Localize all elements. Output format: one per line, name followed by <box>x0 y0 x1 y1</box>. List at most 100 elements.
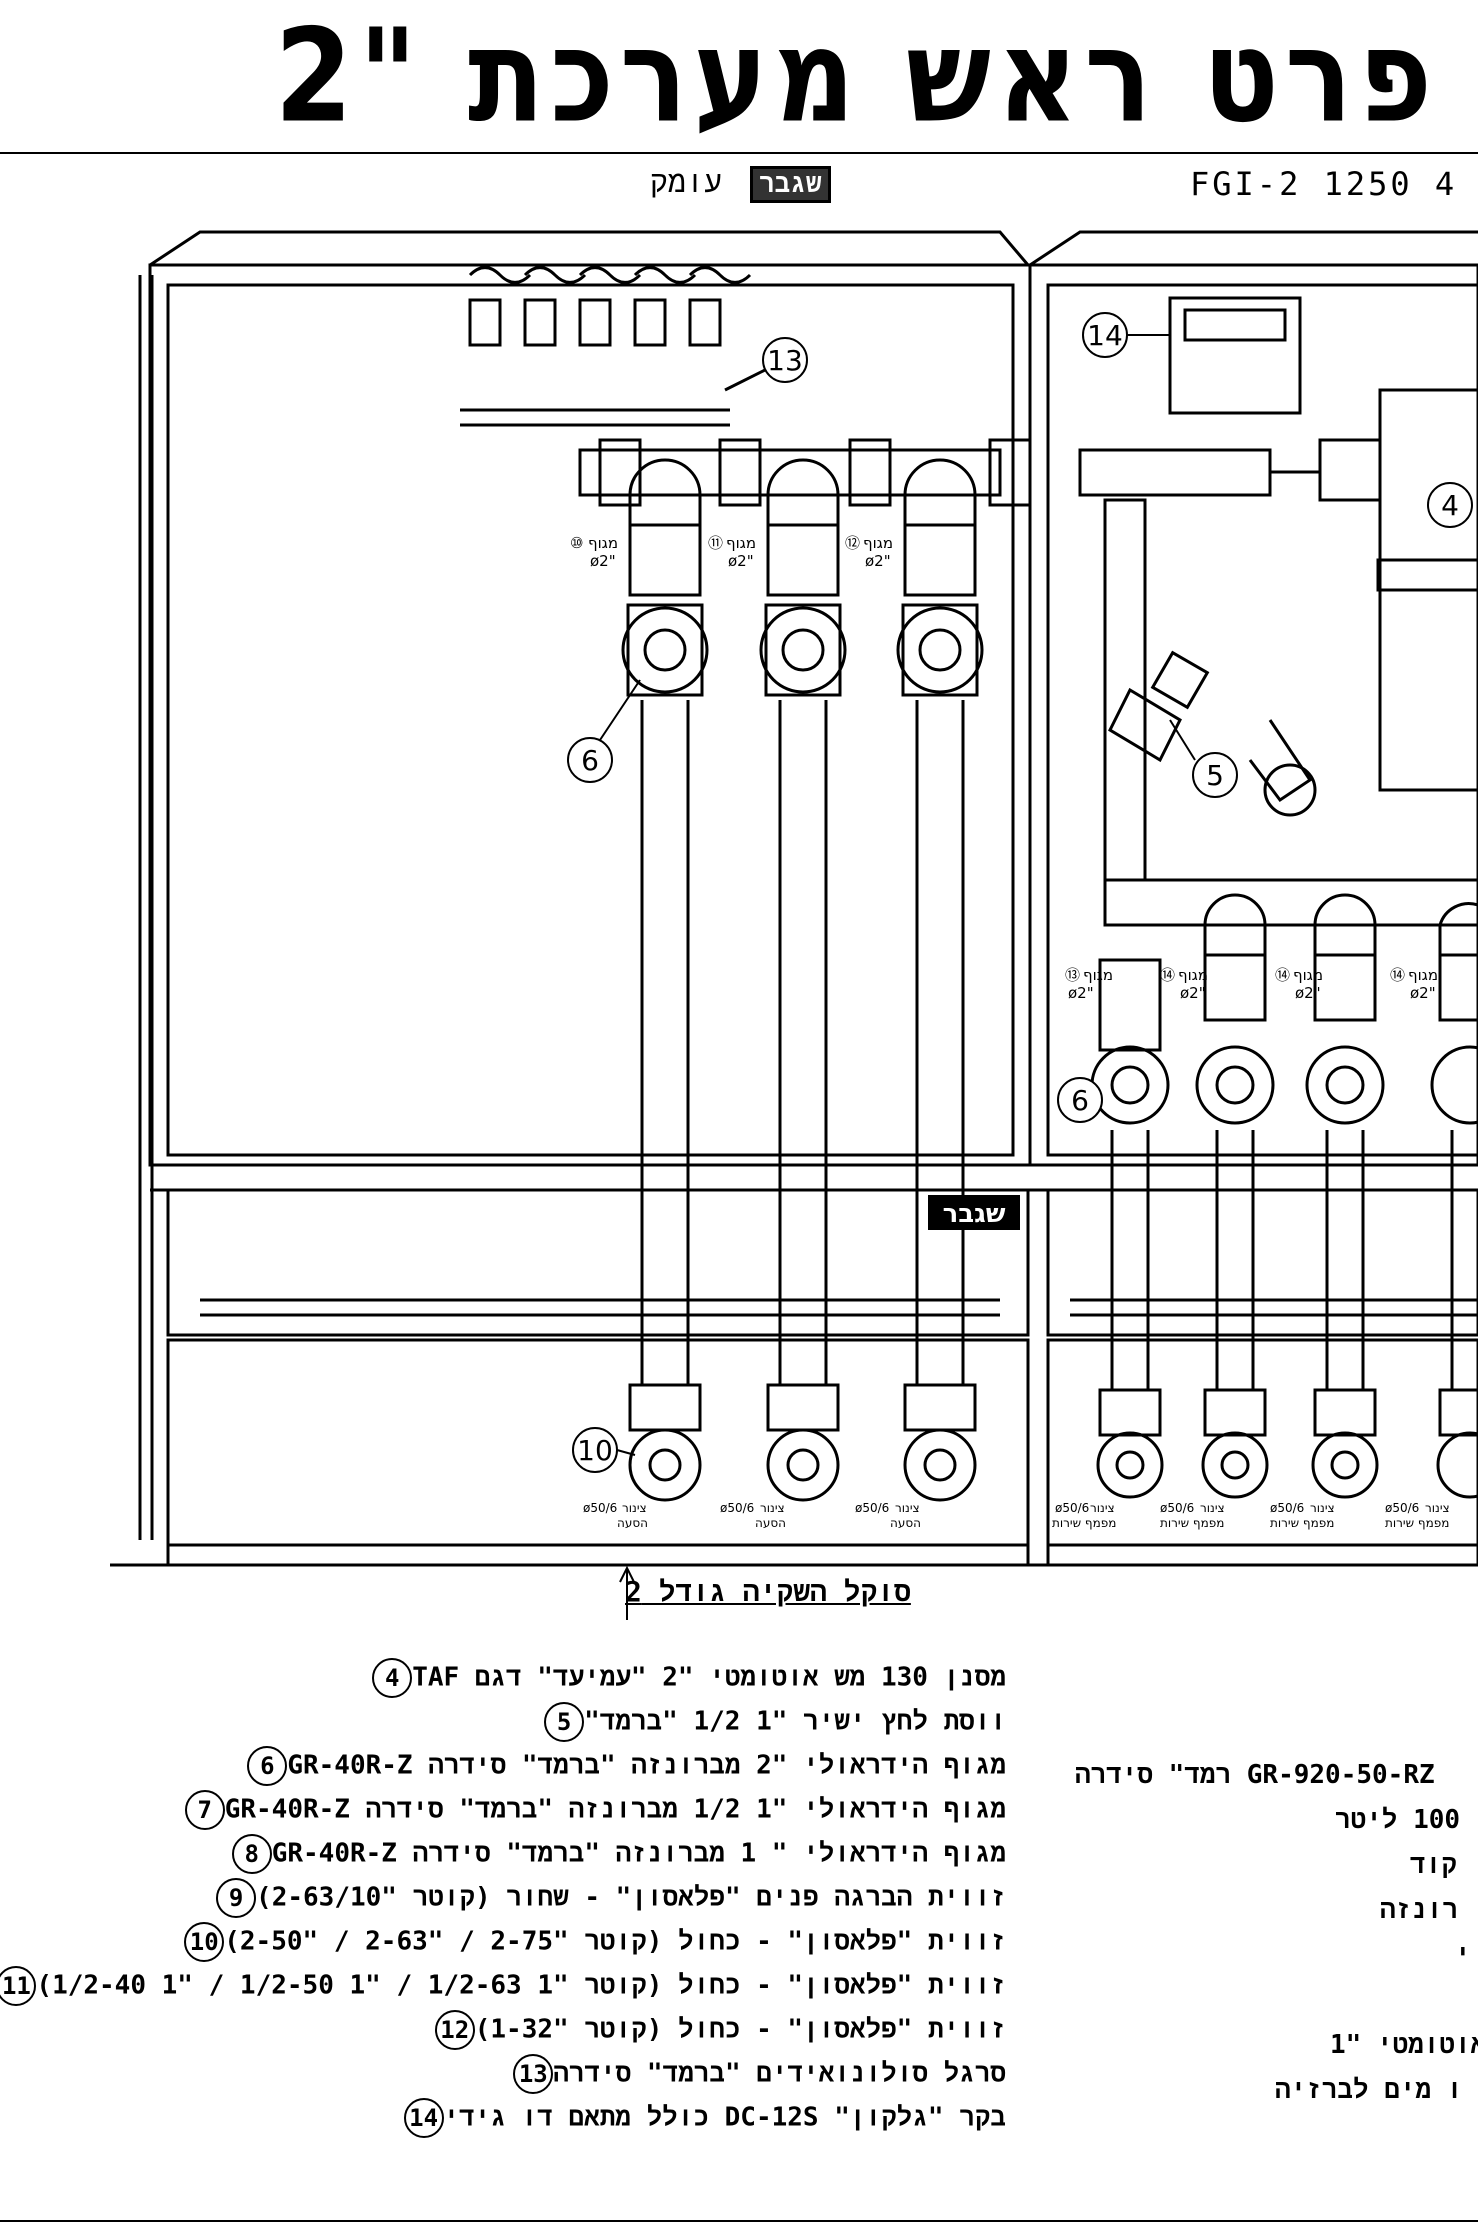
valve-label: מגוף <box>588 534 618 552</box>
legend-partial: 100 ליטר <box>1335 1805 1461 1835</box>
base-arrow <box>619 1565 635 1620</box>
svg-text:13: 13 <box>767 344 803 377</box>
callout-6-right: 6 <box>1057 1077 1103 1123</box>
pipe-label: צינור <box>895 1501 920 1515</box>
valve-size: ø2" <box>865 552 891 570</box>
legend-item: סרגל סולונואידים "ברמד" סידרה13 <box>499 2054 1006 2094</box>
valve-stack-4 <box>1090 958 1170 1499</box>
pipe-label-size: ø50/6 <box>1385 1501 1419 1515</box>
legend-partial: י <box>1455 1940 1471 1970</box>
svg-text:10: 10 <box>577 1434 613 1467</box>
valve-label-num: ⑭ <box>1160 966 1175 984</box>
pipe-label: צינור <box>1090 1501 1115 1515</box>
valve-stack-1 <box>621 458 709 1502</box>
legend-item: ווסת לחץ ישיר "1 1/2 "ברמד"5 <box>530 1702 1006 1742</box>
valve-label: מגוף <box>726 534 756 552</box>
legend-partial: GR-920-50-RZ רמד" סידרה <box>1075 1760 1435 1790</box>
pipe-label: צינור <box>1310 1501 1335 1515</box>
pipe-label: צינור <box>1425 1501 1450 1515</box>
callout-4: 4 <box>1427 482 1473 528</box>
legend-item: זווית "פלאסון" - כחול (קוטר "1 1/2-63 / … <box>0 1966 1006 2006</box>
left-valve-stacks <box>621 458 984 1502</box>
callout-14: 14 <box>1082 312 1170 358</box>
valve-size: ø2" <box>1410 984 1436 1002</box>
right-valve-stacks <box>1090 893 1478 1499</box>
pipe-label-sub: הסעה <box>617 1516 648 1530</box>
pressure-regulator <box>1108 650 1210 763</box>
box-brand-logo: שגבר <box>943 1199 1006 1229</box>
brand-name: עומק <box>650 165 723 200</box>
pipe-label-sub: הסעה <box>755 1516 786 1530</box>
legend-item: מגוף הידראולי " 1 מברונזה "ברמד" סידרה G… <box>218 1834 1006 1874</box>
valve-stack-2 <box>759 458 847 1502</box>
callout-5: 5 <box>1169 719 1238 798</box>
brand-line: שגבר עומק <box>650 165 831 203</box>
svg-text:4: 4 <box>1441 489 1459 522</box>
pipe-label: צינור <box>1200 1501 1225 1515</box>
valve-stack-5 <box>1195 893 1275 1499</box>
legend-partial: אוטומטי "1 <box>1330 2030 1478 2060</box>
pipe-label-size: ø50/6 <box>1270 1501 1304 1515</box>
callout-13: 13 <box>762 337 808 383</box>
pipe-label-sub: מפמף שירות <box>1270 1516 1334 1530</box>
pipe-label-size: ø50/6 <box>1055 1501 1089 1515</box>
right-top-manifold <box>1078 296 1382 502</box>
valve-size: ø2" <box>728 552 754 570</box>
left-cabinet <box>110 230 1478 1567</box>
valve-label: מגוף <box>1083 966 1113 984</box>
valve-label-num: ⑩ <box>570 534 583 552</box>
left-manifold <box>578 438 1032 507</box>
base-caption: סוקל השקיה גודל 2 <box>625 1575 911 1608</box>
valve-size: ø2" <box>1068 984 1094 1002</box>
svg-text:14: 14 <box>1087 319 1123 352</box>
right-bottom-manifold <box>1103 498 1478 927</box>
model-code: FGI-2 1250 4 <box>1190 165 1458 203</box>
valve-label: מגוף <box>863 534 893 552</box>
valve-label-num: ⑬ <box>1065 966 1080 984</box>
legend-item: זווית "פלאסון" - כחול (קוטר "1-32)12 <box>421 2010 1006 2050</box>
callout-6-left: 6 <box>567 679 641 783</box>
page-title: פרט ראש מערכת "2 <box>274 2 1438 152</box>
pipe-label-sub: הסעה <box>890 1516 921 1530</box>
svg-text:5: 5 <box>1206 759 1224 792</box>
valve-size: ø2" <box>590 552 616 570</box>
legend-item: מגוף הידראולי "2 מברונזה "ברמד" סידרה GR… <box>233 1746 1006 1786</box>
legend-item: זווית "פלאסון" - כחול (קוטר "2-75 / "2-6… <box>170 1922 1006 1962</box>
valve-size: ø2" <box>1180 984 1206 1002</box>
valve-stack-3 <box>896 458 984 1502</box>
legend-item: בקר "גלקון" DC-12S כולל מתאם דו גידי14 <box>390 2098 1006 2138</box>
pipe-label-sub: מפמף שירות <box>1052 1516 1116 1530</box>
solenoid-rail <box>460 266 766 427</box>
legend-item: מסנן 130 מש אוטומטי "2 "עמיעד" דגם TAF4 <box>358 1658 1006 1698</box>
valve-label: מגוף <box>1293 966 1323 984</box>
valve-label: מגוף <box>1408 966 1438 984</box>
filter <box>1376 388 1478 792</box>
legend-partial: קוד <box>1410 1850 1457 1880</box>
valve-stack-6 <box>1305 893 1385 1499</box>
valve-label-num: ⑭ <box>1390 966 1405 984</box>
pipe-label-size: ø50/6 <box>720 1501 754 1515</box>
legend-item: מגוף הידראולי "1 1/2 מברונזה "ברמד" סידר… <box>171 1790 1006 1830</box>
valve-label-num: ⑭ <box>1275 966 1290 984</box>
bottom-rule <box>0 2220 1478 2222</box>
svg-text:6: 6 <box>1071 1084 1089 1117</box>
legend-partial: רונזה <box>1380 1895 1459 1925</box>
valve-label-num: ⑪ <box>708 534 723 552</box>
pipe-label-sub: מפמף שירות <box>1385 1516 1449 1530</box>
svg-text:6: 6 <box>581 744 599 777</box>
pipe-label: צינור <box>760 1501 785 1515</box>
top-rule <box>0 152 1478 154</box>
pipe-label-size: ø50/6 <box>583 1501 617 1515</box>
valve-label: מגוף <box>1178 966 1208 984</box>
valve-label-num: ⑫ <box>845 534 860 552</box>
y-strainer <box>1248 719 1317 817</box>
valve-size: ø2" <box>1295 984 1321 1002</box>
pipe-label: צינור <box>622 1501 647 1515</box>
legend-item: זווית הברגה פנים "פלאסון" - שחור (קוטר "… <box>202 1878 1006 1918</box>
valve-stack-7 <box>1430 902 1478 1499</box>
brand-logo: שגבר <box>750 166 831 203</box>
callout-10: 10 <box>572 1427 636 1473</box>
pipe-label-size: ø50/6 <box>855 1501 889 1515</box>
pipe-label-sub: מפמף שירות <box>1160 1516 1224 1530</box>
